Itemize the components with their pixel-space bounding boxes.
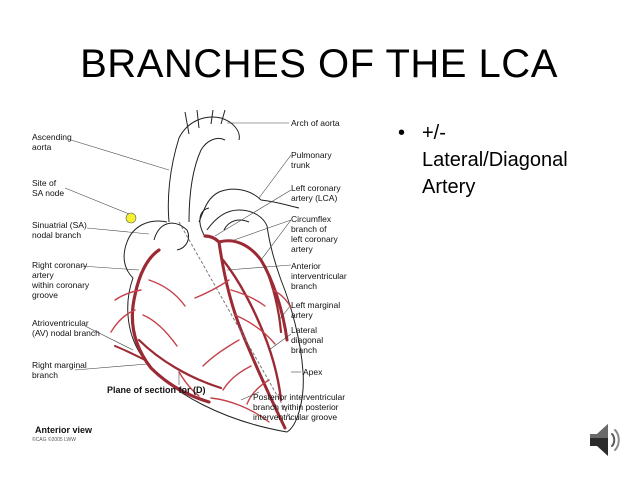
- label-arch-of-aorta: Arch of aorta: [291, 118, 340, 128]
- label-left-marginal: Left marginal artery: [291, 300, 341, 320]
- bullet-item: • +/- Lateral/Diagonal Artery: [396, 120, 616, 201]
- label-anterior-view: Anterior view: [35, 425, 93, 435]
- bullet-dot-icon: •: [398, 122, 406, 144]
- heart-illustration: [64, 110, 304, 433]
- bullet-text: +/- Lateral/Diagonal Artery: [422, 122, 568, 198]
- label-apex: Apex: [303, 367, 323, 377]
- label-circumflex: Circumflex branch of left coronary arter…: [291, 214, 338, 254]
- label-ascending-aorta: Ascending aorta: [32, 132, 72, 152]
- label-copyright: ©CAG ©2005 LWW: [32, 437, 76, 443]
- label-sa-nodal-branch: Sinuatrial (SA) nodal branch: [32, 220, 87, 240]
- label-rca: Right coronary artery within coronary gr…: [32, 260, 90, 300]
- label-pulmonary-trunk: Pulmonary trunk: [291, 150, 332, 170]
- bullet-list: • +/- Lateral/Diagonal Artery: [396, 120, 616, 201]
- sa-node-marker: [125, 212, 137, 224]
- label-plane-of-section: Plane of section for (D): [107, 385, 206, 395]
- plane-of-section-line: [178, 221, 292, 421]
- slide-title: BRANCHES OF THE LCA: [80, 42, 558, 86]
- label-posterior-interventricular: Posterior interventricular branch within…: [253, 392, 346, 422]
- heart-diagram: Arch of aorta Ascending aorta Pulmonary …: [29, 110, 371, 443]
- label-lateral-diagonal: Lateral diagonal branch: [291, 325, 324, 355]
- label-site-sa-node: Site of SA node: [32, 178, 65, 198]
- speaker-icon[interactable]: [588, 420, 622, 460]
- label-av-nodal-branch: Atrioventricular (AV) nodal branch: [32, 318, 100, 338]
- label-lca: Left coronary artery (LCA): [291, 183, 341, 203]
- label-right-marginal: Right marginal branch: [32, 360, 87, 380]
- label-anterior-interventricular: Anterior interventricular branch: [291, 261, 347, 291]
